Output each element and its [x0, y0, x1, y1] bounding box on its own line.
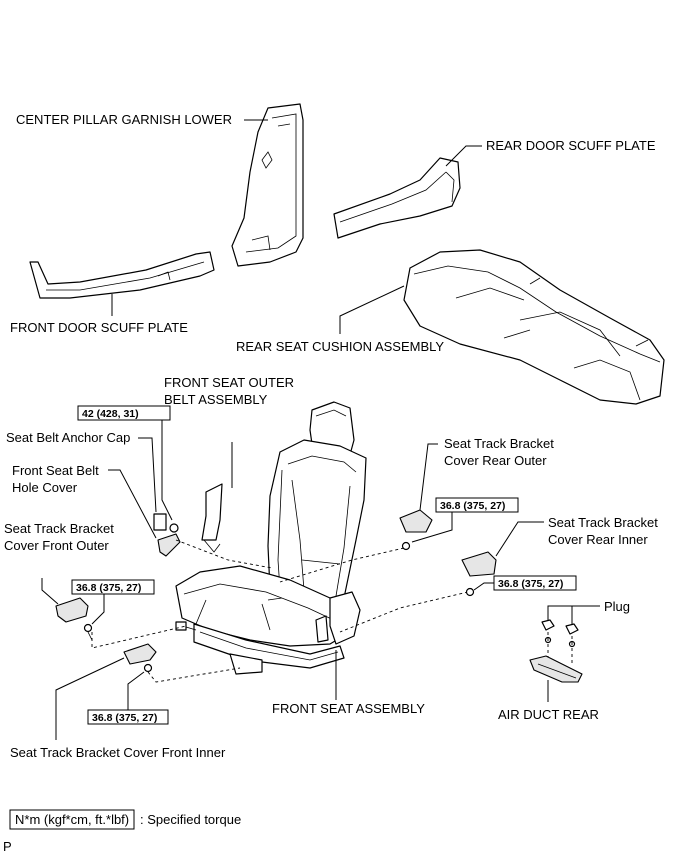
rear-seat-cushion-part [403, 249, 665, 405]
torque-value-belt-anchor: 42 (428, 31) [82, 408, 139, 420]
torque-value-front-inner: 36.8 (375, 27) [92, 712, 157, 724]
belt-connection-dashed [175, 539, 273, 569]
torque-box-rear-outer: 36.8 (375, 27) [435, 497, 519, 513]
bolt-rear-inner [465, 587, 475, 597]
front-outer-connection-dashed [91, 625, 187, 649]
front-seat-outer-belt-label-line1: FRONT SEAT OUTER [164, 375, 294, 390]
front-door-scuff-plate-part [29, 251, 215, 299]
bolt-front-inner [143, 663, 153, 673]
rear-outer-torque-leader [411, 512, 453, 543]
track-cover-front-outer-leader [41, 578, 59, 605]
track-cover-rear-inner-leader [495, 521, 544, 557]
front-inner-connection-dashed [147, 667, 241, 683]
front-seat-assembly-part [175, 401, 367, 675]
front-seat-belt-hole-cover-leader [108, 469, 157, 539]
track-cover-rear-outer-part [399, 509, 433, 533]
rear-inner-torque-leader [473, 582, 494, 591]
front-inner-torque-leader [127, 671, 145, 710]
torque-value-front-outer: 36.8 (375, 27) [76, 582, 141, 594]
front-seat-outer-belt-label-line2: BELT ASSEMBLY [164, 392, 268, 407]
legend-unit-box-text: N*m (kgf*cm, ft.*lbf) [15, 812, 129, 827]
track-cover-front-outer-part [55, 597, 89, 623]
track-cover-front-inner-leader [55, 657, 125, 740]
corner-mark: P [3, 839, 12, 854]
rear-door-scuff-leader [445, 145, 482, 167]
front-door-scuff-label: FRONT DOOR SCUFF PLATE [10, 320, 188, 335]
belt-anchor-torque-leader [161, 420, 173, 521]
rear-seat-cushion-label: REAR SEAT CUSHION ASSEMBLY [236, 339, 444, 354]
front-seat-outer-belt-part [201, 483, 223, 553]
plug-label: Plug [604, 599, 630, 614]
air-duct-rear-label: AIR DUCT REAR [498, 707, 599, 722]
track-cover-front-inner-part [123, 643, 157, 665]
seat-belt-anchor-cap-part [153, 513, 167, 531]
plug-leader-left [547, 605, 600, 620]
track-cover-rear-outer-leader [419, 443, 438, 511]
track-cover-rear-outer-label-line2: Cover Rear Outer [444, 453, 547, 468]
torque-box-belt-anchor: 42 (428, 31) [77, 405, 171, 421]
torque-box-rear-inner: 36.8 (375, 27) [493, 575, 577, 591]
bolt-rear-outer [401, 541, 411, 551]
track-cover-front-outer-label-line1: Seat Track Bracket [4, 521, 114, 536]
track-cover-front-outer-label-line2: Cover Front Outer [4, 538, 109, 553]
rear-door-scuff-plate-part [333, 157, 461, 239]
torque-value-rear-inner: 36.8 (375, 27) [498, 578, 563, 590]
seat-belt-anchor-cap-label: Seat Belt Anchor Cap [6, 430, 130, 445]
anchor-bolt [169, 523, 179, 533]
torque-box-front-outer: 36.8 (375, 27) [71, 579, 155, 595]
track-cover-rear-inner-part [461, 551, 497, 577]
torque-value-rear-outer: 36.8 (375, 27) [440, 500, 505, 512]
front-seat-belt-hole-cover-label-line1: Front Seat Belt [12, 463, 99, 478]
front-seat-belt-hole-cover-label-line2: Hole Cover [12, 480, 78, 495]
front-outer-torque-leader [91, 594, 105, 625]
track-cover-rear-outer-label-line1: Seat Track Bracket [444, 436, 554, 451]
rear-outer-connection-dashed [279, 547, 405, 583]
track-cover-rear-inner-label-line1: Seat Track Bracket [548, 515, 658, 530]
rear-door-scuff-label: REAR DOOR SCUFF PLATE [486, 138, 656, 153]
torque-legend: N*m (kgf*cm, ft.*lbf) : Specified torque [9, 809, 241, 830]
front-seat-belt-hole-cover-part [157, 533, 181, 557]
plug-part-left [541, 619, 555, 644]
center-pillar-label: CENTER PILLAR GARNISH LOWER [16, 112, 232, 127]
rear-seat-cushion-leader [339, 285, 405, 334]
center-pillar-garnish-lower-part [231, 103, 304, 267]
air-duct-rear-part [529, 655, 583, 683]
track-cover-front-inner-label: Seat Track Bracket Cover Front Inner [10, 745, 226, 760]
seat-belt-anchor-cap-leader [138, 437, 157, 513]
legend-description: : Specified torque [140, 812, 241, 827]
torque-box-front-inner: 36.8 (375, 27) [87, 709, 169, 725]
bolt-front-outer [83, 623, 93, 641]
track-cover-rear-inner-label-line2: Cover Rear Inner [548, 532, 648, 547]
front-seat-assembly-label: FRONT SEAT ASSEMBLY [272, 701, 425, 716]
